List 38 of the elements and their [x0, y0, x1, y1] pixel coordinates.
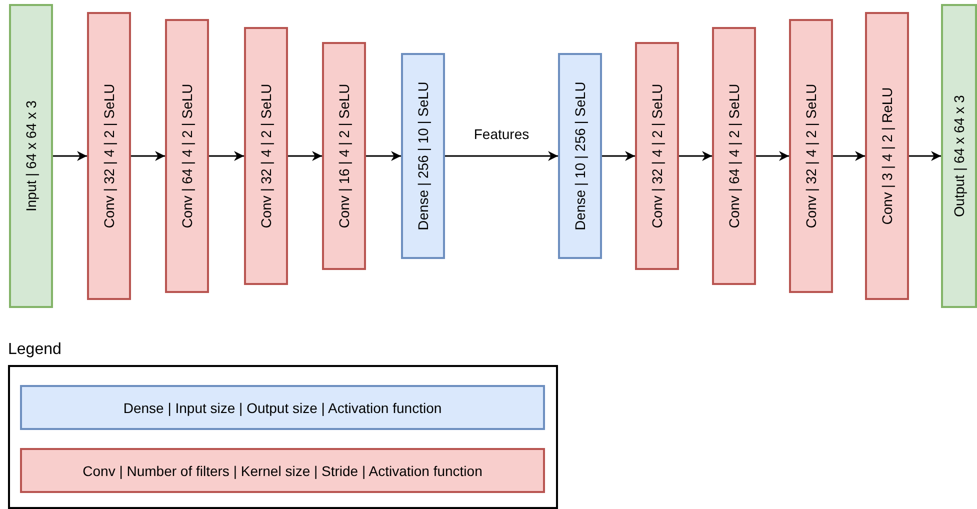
input-output-box — [9, 4, 53, 308]
conv-layer-box — [244, 27, 288, 285]
arrow — [602, 151, 635, 161]
arrow — [288, 151, 322, 161]
arrow — [209, 151, 244, 161]
conv-layer-box — [712, 27, 756, 285]
conv-layer-box — [322, 42, 366, 270]
arrow — [833, 151, 865, 161]
legend-entry: Conv | Number of filters | Kernel size | Stride | Activation function — [20, 448, 545, 493]
dense-layer-box — [558, 53, 602, 259]
conv-layer-box — [87, 12, 131, 300]
arrow — [756, 151, 789, 161]
conv-layer-box — [865, 12, 909, 300]
legend-entry: Dense | Input size | Output size | Activation function — [20, 385, 545, 430]
conv-layer-box — [635, 42, 679, 270]
layer-label: Conv | 16 | 4 | 2 | SeLU — [336, 84, 352, 228]
layer-label: Dense | 10 | 256 | SeLU — [572, 82, 588, 230]
arrow — [679, 151, 712, 161]
layer-label: Conv | 32 | 4 | 2 | SeLU — [649, 84, 665, 228]
layer-label: Output | 64 x 64 x 3 — [951, 95, 967, 217]
arrow — [909, 151, 941, 161]
input-output-box — [941, 4, 977, 308]
layer-label: Dense | 256 | 10 | SeLU — [415, 82, 431, 230]
arrow — [445, 151, 558, 161]
conv-layer-box — [789, 19, 833, 293]
arrow — [53, 151, 87, 161]
legend-title: Legend — [8, 341, 62, 359]
dense-layer-box — [401, 53, 445, 259]
layer-label: Conv | 3 | 4 | 2 | ReLU — [879, 87, 895, 225]
layer-label: Conv | 32 | 4 | 2 | SeLU — [803, 84, 819, 228]
arrow — [131, 151, 165, 161]
layer-label: Conv | 64 | 4 | 2 | SeLU — [726, 84, 742, 228]
layer-label: Input | 64 x 64 x 3 — [23, 100, 39, 212]
conv-layer-box — [165, 19, 209, 293]
layer-label: Conv | 32 | 4 | 2 | SeLU — [258, 84, 274, 228]
layer-label: Conv | 64 | 4 | 2 | SeLU — [179, 84, 195, 228]
arrow — [366, 151, 401, 161]
layer-label: Conv | 32 | 4 | 2 | SeLU — [101, 84, 117, 228]
